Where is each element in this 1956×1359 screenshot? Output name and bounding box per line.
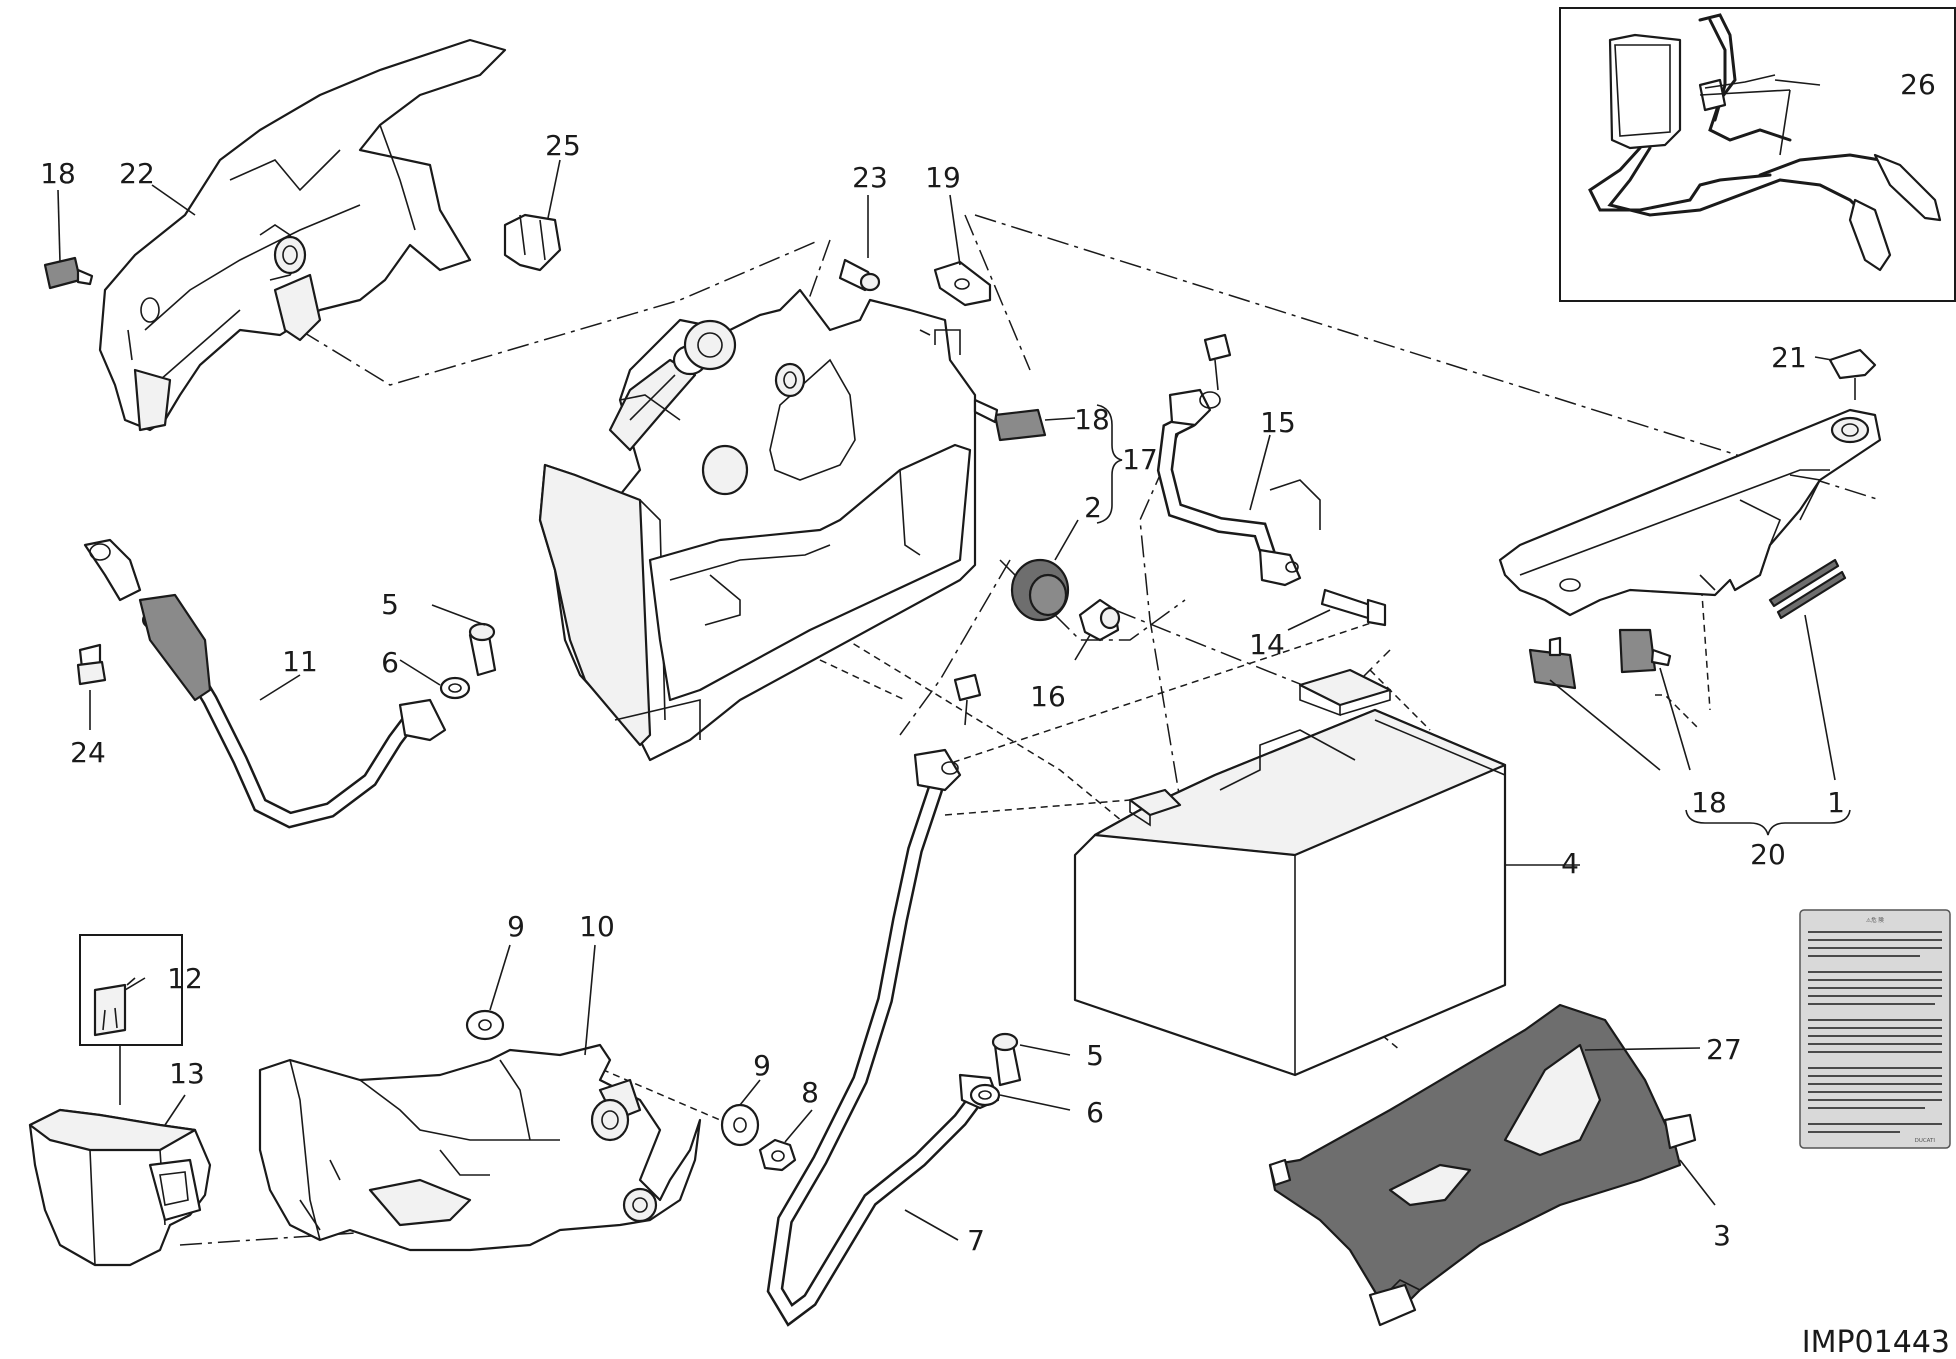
spacer-16: [1078, 598, 1121, 642]
screw-23: [838, 258, 881, 292]
warning-label-text-lines: [1808, 931, 1942, 1133]
nut-8: [758, 1138, 797, 1172]
callout-18-center: 18: [1074, 403, 1110, 436]
drawing-code: IMP01443: [1802, 1325, 1950, 1359]
washer-9-upper: [465, 1009, 505, 1041]
callout-13: 13: [169, 1057, 205, 1090]
leader-lines: [57, 74, 1836, 1241]
callout-18-right: 18: [1691, 786, 1727, 819]
battery-strap-bracket: [1498, 408, 1882, 617]
warning-label-27: ⚠危 険 DUCATI: [1799, 909, 1951, 1149]
bolt-24: [76, 643, 107, 686]
rubber-pad-right-b: [1618, 628, 1672, 674]
callout-7: 7: [967, 1224, 985, 1257]
callout-14: 14: [1249, 628, 1285, 661]
callout-15: 15: [1260, 406, 1296, 439]
callout-11: 11: [282, 645, 318, 678]
callout-numbers: 18 22 25 23 19 18 17 2 15 14 16 21 18 1 …: [40, 68, 1936, 1257]
warning-label-title: ⚠危 険: [1866, 916, 1884, 924]
bolt-5-upper: [468, 622, 497, 677]
cable-11: [83, 538, 447, 829]
callout-5-lower: 5: [1086, 1039, 1104, 1072]
callout-4: 4: [1561, 847, 1579, 880]
cable-7: [766, 748, 1000, 1327]
rubber-pad-center: [973, 398, 1047, 442]
bolt-15-top: [1203, 333, 1232, 391]
washer-6-lower: [969, 1083, 1001, 1107]
positive-cable-15: [1156, 388, 1321, 587]
callout-3: 3: [1713, 1219, 1731, 1252]
callout-1: 1: [1827, 786, 1845, 819]
rubber-pad-right-a: [1528, 636, 1577, 690]
washer-6-upper: [439, 676, 471, 700]
callout-25: 25: [545, 129, 581, 162]
bolt-5-lower: [991, 1032, 1022, 1087]
callout-9-upper: 9: [507, 910, 525, 943]
callout-17: 17: [1122, 443, 1158, 476]
fuse-inset-frame: [79, 934, 183, 1105]
callout-26: 26: [1900, 68, 1936, 101]
callout-6-upper: 6: [381, 646, 399, 679]
brace-17: [1096, 404, 1123, 524]
callout-27: 27: [1706, 1033, 1742, 1066]
callout-16: 16: [1030, 680, 1066, 713]
callout-22: 22: [119, 157, 155, 190]
callout-2: 2: [1084, 491, 1102, 524]
subframe-bracket: [98, 38, 507, 432]
callout-19: 19: [925, 161, 961, 194]
callout-18-left: 18: [40, 157, 76, 190]
brace-20: [1685, 809, 1851, 836]
fuse-12: [93, 983, 127, 1037]
battery-cradle-3: [1268, 1003, 1697, 1327]
callout-5-upper: 5: [381, 588, 399, 621]
callout-8: 8: [801, 1076, 819, 1109]
callout-12: 12: [167, 962, 203, 995]
callout-20: 20: [1750, 838, 1786, 871]
callout-10: 10: [579, 910, 615, 943]
bolt-14: [1320, 588, 1387, 627]
screw-21: [1828, 348, 1877, 400]
charger-inset: [1559, 7, 1956, 302]
battery-tray-housing: [538, 288, 977, 762]
callout-6-lower: 6: [1086, 1096, 1104, 1129]
callout-21: 21: [1771, 341, 1807, 374]
clip-nut-19: [933, 260, 992, 307]
callout-9-lower: 9: [753, 1049, 771, 1082]
rubber-pad-left: [43, 256, 94, 290]
grommet-2: [1010, 558, 1070, 622]
callout-23: 23: [852, 161, 888, 194]
washer-9-lower: [720, 1103, 760, 1147]
battery-4: [1073, 668, 1507, 1077]
callout-24: 24: [70, 736, 106, 769]
clip-part: [503, 213, 562, 272]
bolt-7-top: [953, 673, 982, 726]
electrical-box-10: [258, 1043, 702, 1252]
relay-13: [28, 1108, 212, 1267]
strips-1: [1768, 558, 1847, 620]
warning-label-brand: DUCATI: [1915, 1138, 1936, 1144]
